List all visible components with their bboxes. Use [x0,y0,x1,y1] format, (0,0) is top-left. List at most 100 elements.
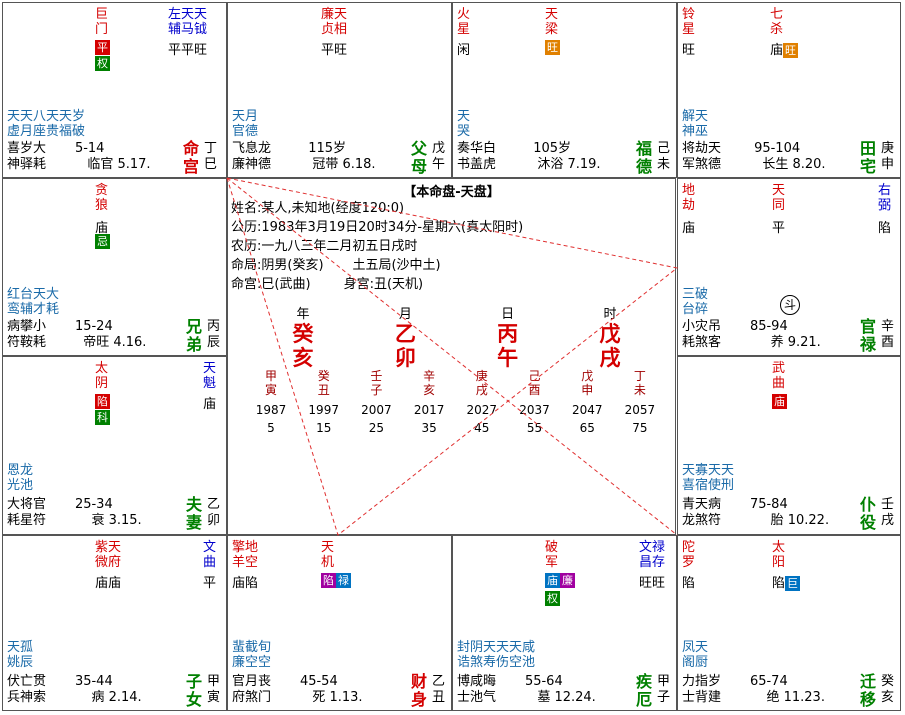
palace-name: 田宅 [860,139,877,176]
status-badge: 庙 [545,573,560,588]
spirit-row-1: 小灾吊 85-94 [682,319,788,334]
minor-stars-bottom: 官德 [232,124,259,139]
palace-name: 兄弟 [186,317,203,354]
luck-age: 35 [421,421,437,435]
star-dijie: 地劫 [682,183,696,213]
luck-zhi: 丑 [317,383,330,397]
center-panel: 【本命盘-天盘】 姓名:某人,未知地(经度120:0) 公历:1983年3月19… [227,178,676,535]
main-star-tanlang: 贪狼 [95,183,109,213]
ganzhi: 庚申 [881,141,895,172]
aux-stars: 左天天辅马钺 [168,7,208,37]
star-status: 庙 [203,397,217,412]
spirit-row-2: 符鞍耗 帝旺 4.16. [7,335,147,350]
palace-wei[interactable]: 火星 闲 天梁 旺 天 哭 奏华白 105岁 书盖虎 沐浴 7.19. 福德 己… [452,2,677,178]
luck-age: 75 [632,421,648,435]
luck-zhi: 未 [633,383,646,397]
minor-stars-bottom: 阁厨 [682,655,709,670]
spirit-row-1: 喜岁大 5-14 [7,141,105,156]
ganzhi: 辛酉 [881,319,895,350]
palace-wu[interactable]: 廉天贞相 平旺 天月 官德 飞息龙 115岁 廉神德 冠带 6.18. 父母 戊… [227,2,452,178]
palace-shen[interactable]: 铃星 旺 七杀 庙旺 解天 神巫 将劫天 95-104 军煞德 长生 8.20.… [677,2,901,178]
palace-name: 福德 [636,139,653,176]
minor-stars-top: 三破 [682,287,709,302]
ganzhi: 乙卯 [207,497,221,528]
palace-chen[interactable]: 贪狼 庙 忌 红台天大 鸾辅才耗 病攀小 15-24 符鞍耗 帝旺 4.16. … [2,178,227,356]
star-huoxing: 火星 [457,7,471,37]
pillar-year: 年癸亥 [292,307,314,370]
luck-age: 5 [267,421,275,435]
spirit-row-2: 士背建 绝 11.23. [682,690,825,705]
hua-ke-badge: 科 [95,410,110,425]
star-status: 平 [203,576,217,591]
minor-stars-bottom: 虚月座贵福破 [7,124,86,139]
luck-year: 2007 [361,403,392,417]
minor-stars-top: 天孤 [7,640,34,655]
spirit-row-2: 耗星符 衰 3.15. [7,513,142,528]
palace-si[interactable]: 巨门 平权 左天天辅马钺 平平旺 天天八天天岁 虚月座贵福破 喜岁大 5-14 … [2,2,227,178]
palace-name: 仆役 [860,495,877,532]
main-star-taiyin: 太阴 [95,361,109,391]
main-star-qisha: 七杀 [770,7,784,37]
luck-year: 2057 [624,403,656,417]
spirit-row-1: 力指岁 65-74 [682,674,788,689]
main-star-tianliang: 天梁 [545,7,559,37]
luck-gan: 庚 [475,369,488,383]
luck-year: 2017 [413,403,445,417]
spirit-row-2: 书盖虎 沐浴 7.19. [457,157,601,172]
star-tiankui: 天魁 [203,361,217,391]
minor-stars-top: 天 [457,109,471,124]
status-badge: 旺 [783,43,799,58]
palace-you[interactable]: 地劫 庙 天同 平 右弼 陷 三破 台碎 斗 小灾吊 85-94 耗煞客 养 9… [677,178,901,356]
birth-info: 姓名:某人,未知地(经度120:0) 公历:1983年3月19日20时34分-星… [231,199,523,294]
minor-stars-bottom: 鸾辅才耗 [7,302,60,317]
star-status: 旺 [682,43,696,58]
status-badge: 庙 [772,394,787,409]
pillar-hour: 时戊戌 [599,307,621,370]
ganzhi: 癸亥 [881,674,895,705]
ganzhi: 甲子 [657,674,671,705]
palace-chou[interactable]: 擎地羊空 庙陷 天机 陷禄 蜚截旬 廉空空 官月丧 45-54 府煞门 死 1.… [227,535,452,711]
luck-column: 癸丑 1997 15 [299,369,349,435]
status-badge: 平 [95,40,110,55]
palace-yin[interactable]: 紫天微府 庙庙 文曲 平 天孤 姚辰 伏亡贯 35-44 兵神索 病 2.14.… [2,535,227,711]
star-status: 庙陷 [232,576,259,591]
palace-xu[interactable]: 武曲 庙 天寡天天 喜宿使刑 青天病 75-84 龙煞符 胎 10.22. 仆役… [677,356,901,535]
main-star-ziwei-tianfu: 紫天微府 [95,540,122,570]
ganzhi: 己未 [657,141,671,172]
palace-name: 子女 [186,672,203,709]
palace-name: 夫妻 [186,495,203,532]
spirit-row-1: 博咸晦 55-64 [457,674,563,689]
luck-year: 1997 [308,403,339,417]
palace-zi[interactable]: 破军 庙廉 权 文禄昌存 旺旺 封阴天天天咸 诰煞寿伤空池 博咸晦 55-64 … [452,535,677,711]
spirit-row-2: 士池气 墓 12.24. [457,690,596,705]
lunar-date-line: 农历:一九八三年二月初五日戌时 [231,239,418,254]
star-qingyang-dikong: 擎地羊空 [232,540,259,570]
minor-stars-top: 凤天 [682,640,709,655]
ganzhi: 丁巳 [204,141,218,172]
main-star-tianji: 天机 [321,540,335,570]
luck-age: 15 [316,421,332,435]
dou-icon: 斗 [780,295,800,315]
star-status: 庙庙 [95,576,122,591]
minor-stars-top: 封阴天天天咸 [457,640,536,655]
minor-stars-top: 蜚截旬 [232,640,272,655]
luck-gan: 癸 [317,369,330,383]
luck-zhi: 戌 [475,383,488,397]
palace-name: 父母 [411,139,428,176]
palace-hai[interactable]: 陀罗 陷 太阳 陷巨 凤天 阁厨 力指岁 65-74 士背建 绝 11.23. … [677,535,901,711]
palace-mao[interactable]: 太阴 陷科 天魁 庙 恩龙 光池 大将官 25-34 耗星符 衰 3.15. 夫… [2,356,227,535]
hua-ji-badge: 忌 [95,234,110,249]
minor-stars-top: 天月 [232,109,259,124]
ming-shen-line: 命宫:巳(武曲) 身宫:丑(天机) [231,277,424,292]
spirit-row-2: 神驿耗 临官 5.17. [7,157,151,172]
ganzhi: 丙辰 [207,319,221,350]
minor-stars-bottom: 台碎 [682,302,709,317]
luck-zhi: 寅 [264,383,277,397]
spirit-row-2: 府煞门 死 1.13. [232,690,363,705]
